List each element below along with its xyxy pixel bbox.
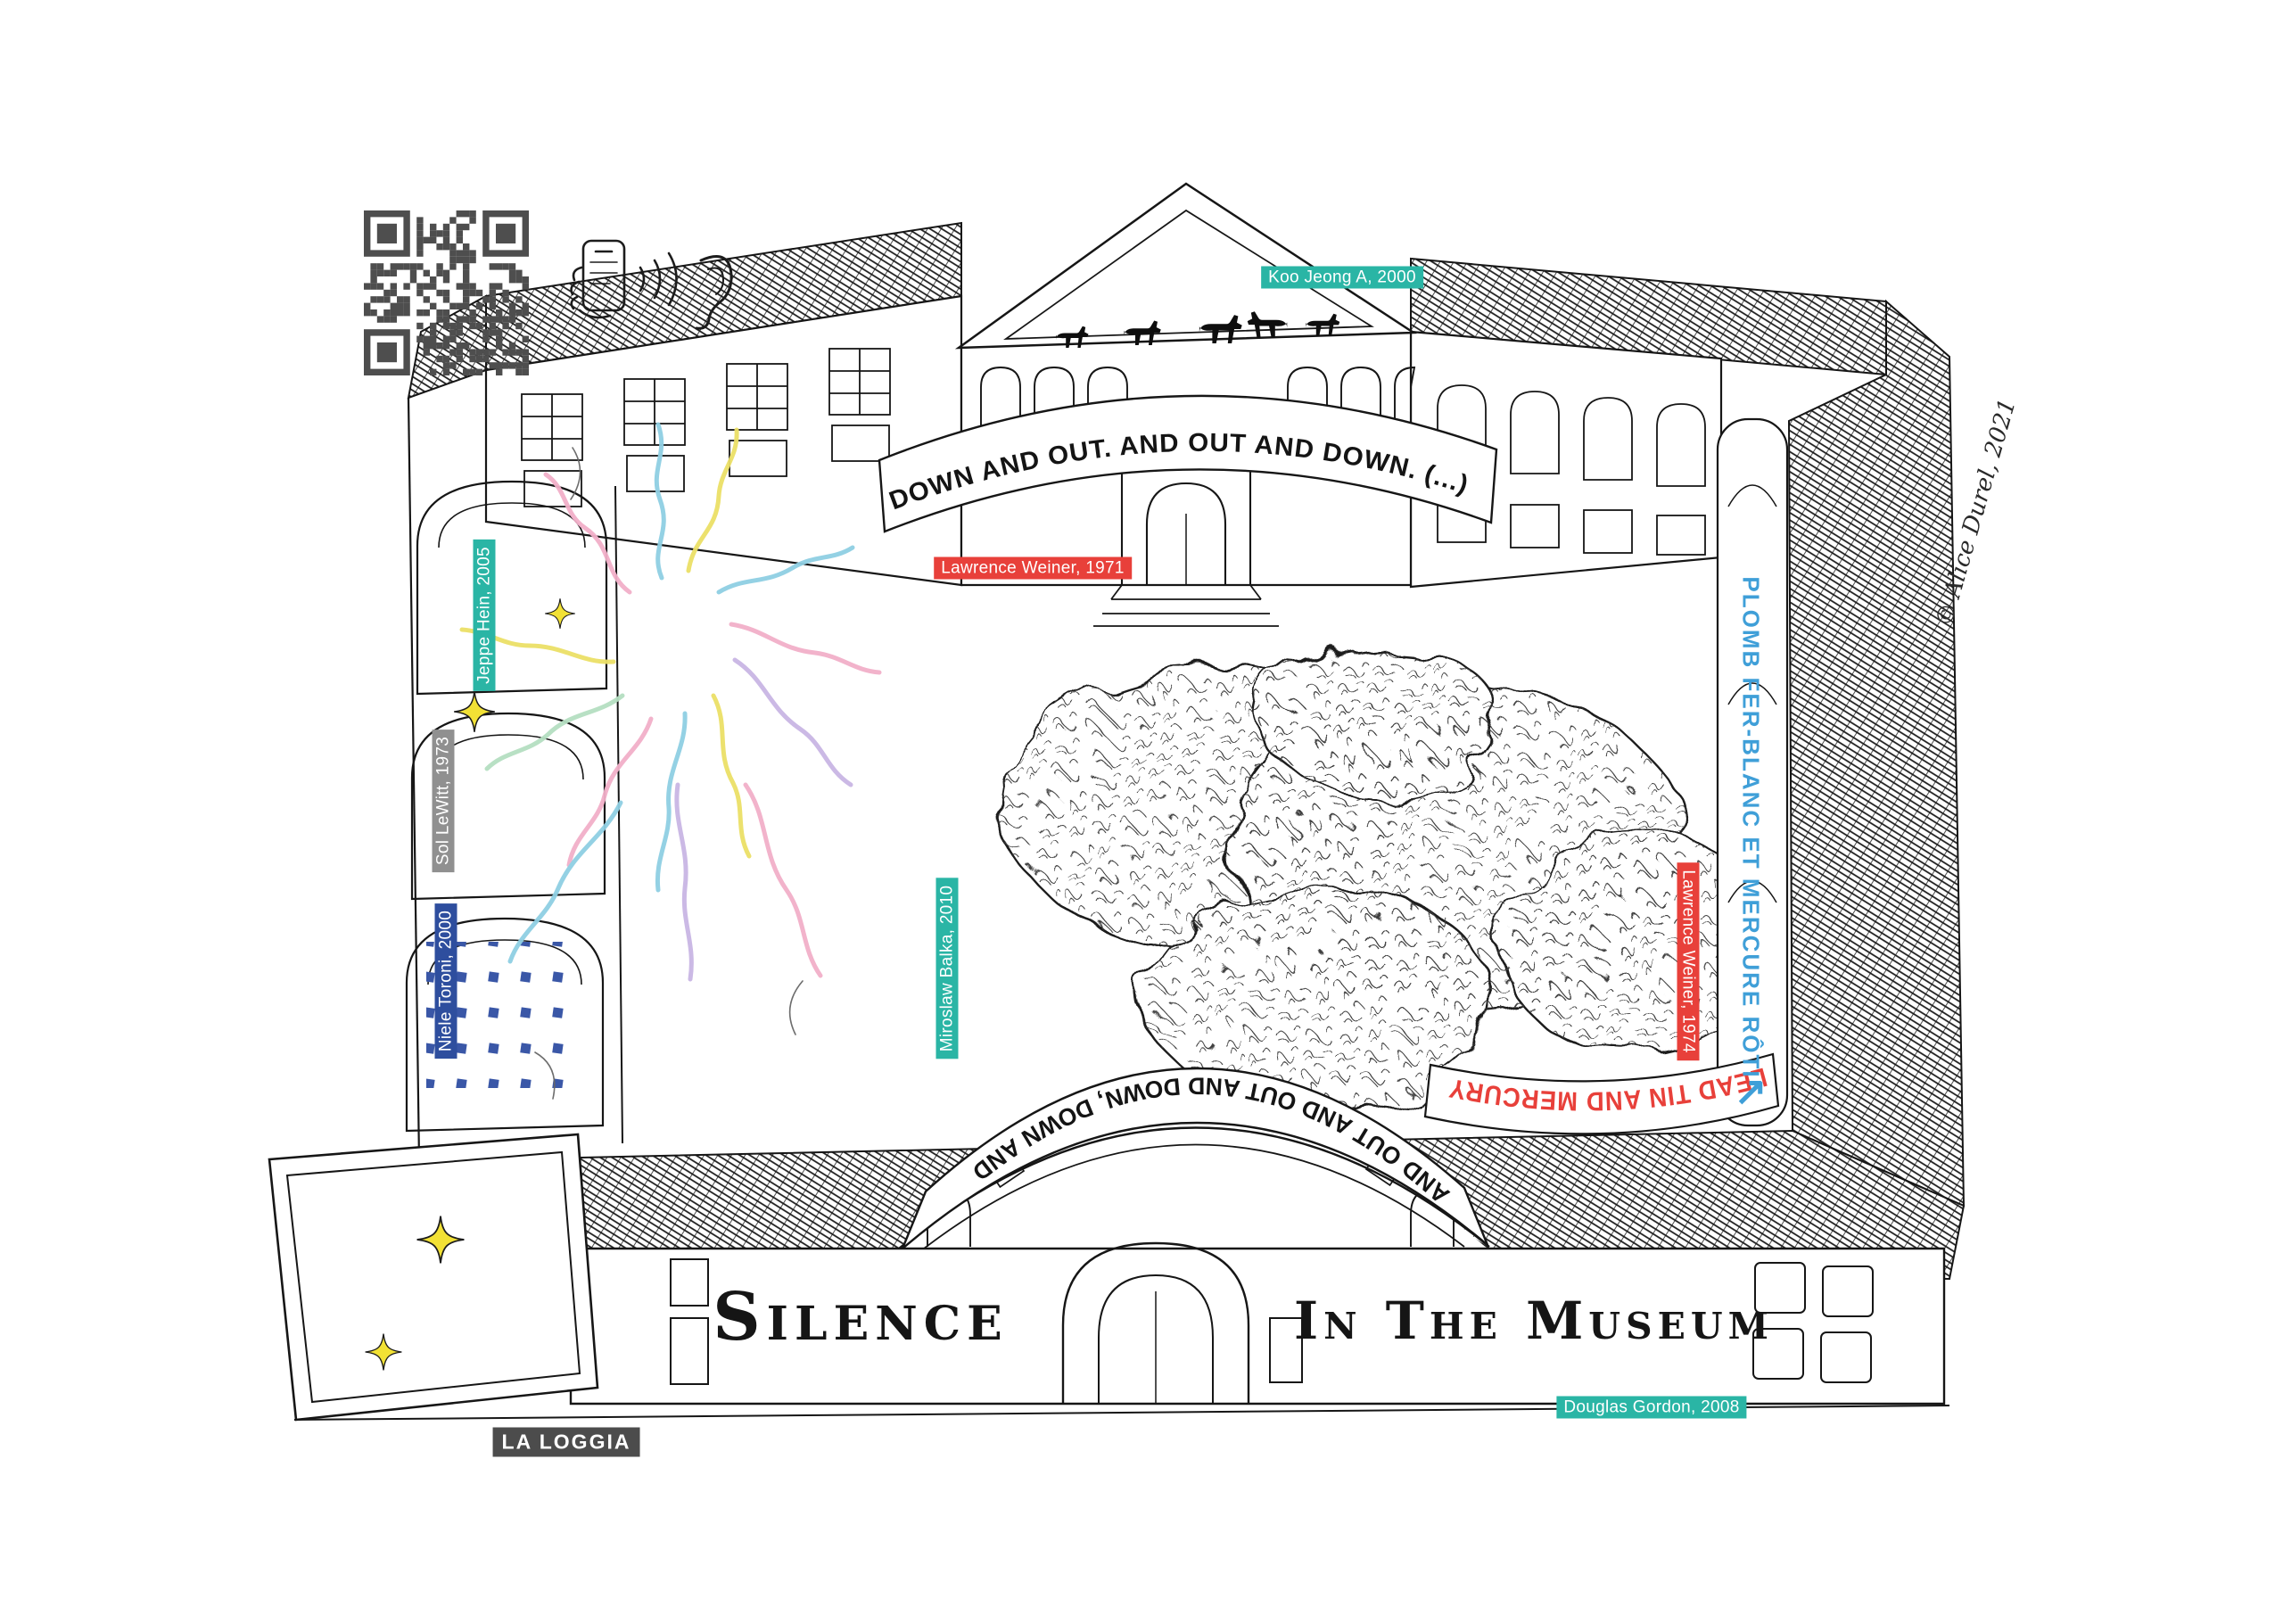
loggia-outline [268, 1133, 599, 1422]
portal-door [1061, 1241, 1250, 1404]
left-arcade-bays [405, 480, 623, 1144]
qr-code [364, 210, 529, 375]
title-in-the-museum: In The Museum [1293, 1290, 1775, 1351]
tree-canopy [1001, 640, 1772, 1112]
sparkle-star [544, 598, 576, 630]
confetti-streamers [459, 422, 882, 1100]
hand-holding-phone-icon [570, 239, 626, 319]
artwork-label-koo-jeong-a: Koo Jeong A, 2000 [1261, 266, 1423, 289]
street-facade [293, 1241, 1950, 1421]
title-silence: Silence [713, 1279, 1009, 1356]
sparkle-star [453, 690, 496, 733]
artwork-label-douglas-gordon: Douglas Gordon, 2008 [1556, 1396, 1747, 1419]
left-outer-wall [407, 397, 421, 1162]
artwork-label-lawrence-weiner-1974: Lawrence Weiner, 1974 [1677, 862, 1700, 1060]
plomb-wall-text: PLOMB FER-BLANC ET MERCURE RÔTI [1737, 576, 1765, 1079]
facade-windows [670, 1258, 1874, 1385]
right-wall-plaque [1716, 417, 1789, 1127]
artwork-label-jeppe-hein: Jeppe Hein, 2005 [473, 540, 496, 691]
sound-waves-icon [639, 251, 678, 307]
artwork-label-miroslaw-balka: Miroslaw Balka, 2010 [935, 878, 959, 1059]
artwork-label-lawrence-weiner-1971: Lawrence Weiner, 1971 [934, 556, 1132, 580]
loggia-label: LA LOGGIA [492, 1427, 640, 1457]
ear-icon [695, 255, 733, 330]
artwork-label-sol-lewitt: Sol LeWitt, 1973 [432, 729, 455, 873]
artwork-label-niele-toroni: Niele Toroni, 2000 [434, 903, 457, 1059]
arrow-north-east-icon: ↗ [1734, 1069, 1768, 1114]
lead-ribbon: LEAD TIN AND MERCURY [1423, 1052, 1780, 1135]
